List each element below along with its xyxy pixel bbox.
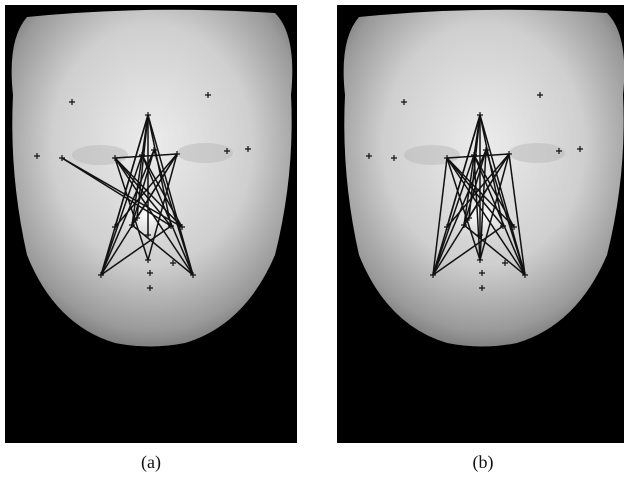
landmark-edge bbox=[131, 149, 155, 226]
landmark-edge bbox=[114, 157, 149, 261]
landmark-edge bbox=[479, 149, 487, 261]
landmark-marker bbox=[477, 257, 483, 263]
landmark-marker bbox=[168, 223, 174, 229]
landmark-edge bbox=[463, 224, 526, 276]
landmark-marker bbox=[556, 148, 562, 154]
landmark-marker bbox=[461, 222, 467, 228]
landmark-marker bbox=[479, 270, 485, 276]
caption-b: (b) bbox=[472, 452, 494, 472]
landmark-edge bbox=[473, 154, 481, 261]
landmark-marker bbox=[129, 222, 135, 228]
landmark-marker bbox=[170, 260, 176, 266]
landmark-marker bbox=[147, 270, 153, 276]
landmark-edge bbox=[100, 114, 149, 276]
landmark-edge bbox=[432, 157, 448, 276]
landmark-edge bbox=[114, 153, 178, 159]
landmark-edge bbox=[131, 224, 194, 276]
landmark-marker bbox=[391, 155, 397, 161]
landmark-edge bbox=[100, 149, 155, 276]
landmark-marker bbox=[477, 232, 483, 238]
landmark-marker bbox=[245, 146, 251, 152]
landmark-edge bbox=[446, 157, 526, 276]
landmark-marker bbox=[190, 272, 196, 278]
caption-a: (a) bbox=[141, 452, 161, 472]
landmark-marker bbox=[522, 272, 528, 278]
landmark-marker bbox=[179, 224, 185, 230]
landmark-edge bbox=[136, 114, 149, 219]
landmark-marker bbox=[483, 147, 489, 153]
landmark-edge bbox=[479, 114, 526, 276]
landmark-edge bbox=[473, 154, 526, 276]
landmark-edge bbox=[446, 157, 504, 227]
landmark-marker bbox=[69, 99, 75, 105]
landmark-edge bbox=[446, 153, 510, 228]
landmark-marker bbox=[466, 215, 472, 221]
landmark-edge bbox=[432, 149, 487, 276]
landmark-edge bbox=[432, 114, 481, 276]
landmark-edge bbox=[141, 154, 194, 276]
landmark-marker bbox=[537, 92, 543, 98]
landmark-edge bbox=[463, 153, 510, 226]
landmark-edge bbox=[100, 225, 172, 276]
landmark-edge bbox=[508, 153, 526, 276]
landmark-edge bbox=[61, 157, 172, 227]
landmark-marker bbox=[479, 285, 485, 291]
landmark-marker bbox=[224, 148, 230, 154]
landmark-marker bbox=[477, 112, 483, 118]
landmark-edge bbox=[432, 154, 475, 276]
landmark-marker bbox=[98, 272, 104, 278]
face-landmark-graph-a bbox=[11, 9, 293, 347]
landmark-marker bbox=[500, 223, 506, 229]
landmark-edge bbox=[463, 149, 487, 226]
landmark-marker bbox=[151, 147, 157, 153]
face-landmark-graph-b bbox=[343, 9, 624, 347]
landmark-marker bbox=[444, 155, 450, 161]
landmark-edge bbox=[446, 157, 481, 261]
landmark-edge bbox=[114, 157, 194, 276]
landmark-edge bbox=[432, 225, 504, 276]
landmark-marker bbox=[205, 92, 211, 98]
landmark-marker bbox=[502, 260, 508, 266]
landmark-marker bbox=[511, 224, 517, 230]
landmark-marker bbox=[401, 99, 407, 105]
landmark-marker bbox=[112, 155, 118, 161]
landmark-edge bbox=[153, 149, 194, 276]
landmark-edge bbox=[147, 114, 172, 227]
landmark-edge bbox=[131, 153, 178, 226]
face-depth-image-b bbox=[337, 5, 624, 443]
landmark-marker bbox=[366, 153, 372, 159]
landmark-marker bbox=[112, 224, 118, 230]
landmark-edge bbox=[114, 153, 178, 228]
face-depth-image-a bbox=[5, 5, 297, 443]
landmark-edge bbox=[147, 114, 194, 276]
landmark-marker bbox=[145, 112, 151, 118]
landmark-marker bbox=[59, 155, 65, 161]
landmark-marker bbox=[506, 151, 512, 157]
landmark-marker bbox=[147, 285, 153, 291]
landmark-marker bbox=[471, 152, 477, 158]
landmark-marker bbox=[444, 224, 450, 230]
landmark-marker bbox=[139, 152, 145, 158]
landmark-marker bbox=[174, 151, 180, 157]
landmark-marker bbox=[145, 232, 151, 238]
landmark-marker bbox=[134, 215, 140, 221]
landmark-marker bbox=[145, 257, 151, 263]
landmark-marker bbox=[577, 146, 583, 152]
landmark-edge bbox=[479, 114, 504, 227]
landmark-marker bbox=[430, 272, 436, 278]
landmark-edge bbox=[446, 153, 510, 159]
landmark-edge bbox=[100, 154, 143, 276]
landmark-marker bbox=[34, 153, 40, 159]
landmark-edge bbox=[485, 149, 526, 276]
landmark-edge bbox=[114, 157, 172, 227]
